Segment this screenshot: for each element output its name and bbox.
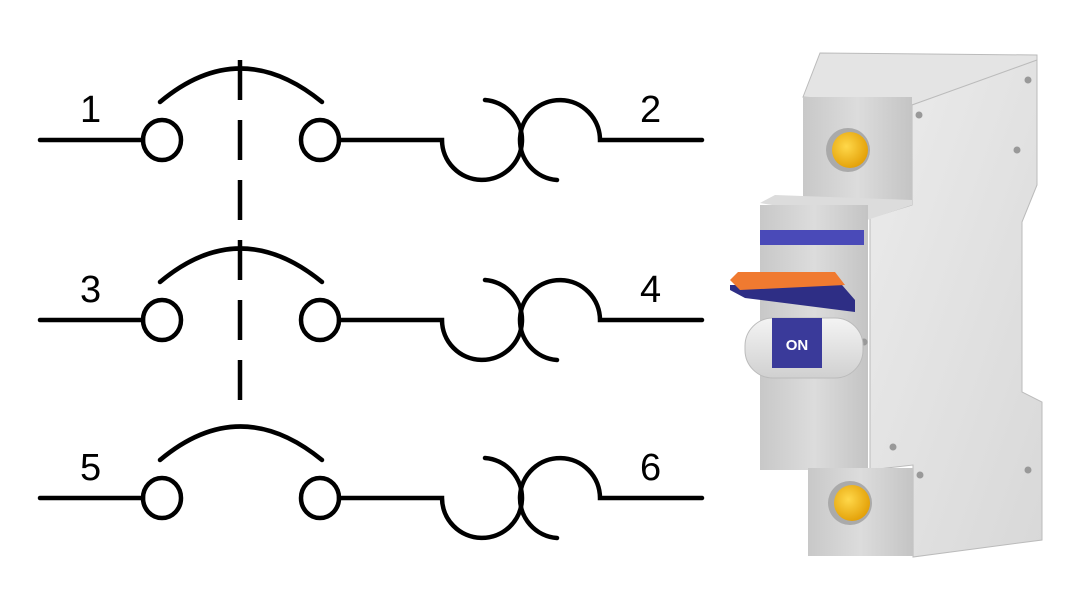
trip-coil-left: [336, 97, 525, 183]
screw-top-icon: [832, 132, 868, 168]
trip-coil-right: [517, 97, 705, 183]
terminal-label-right: 4: [640, 269, 661, 311]
switch-arc: [157, 424, 325, 463]
trip-coil-left: [336, 277, 525, 363]
toggle-on-label: ON: [786, 337, 809, 354]
contact-left: [140, 475, 184, 521]
screw-bottom-icon: [834, 485, 870, 521]
contact-right: [298, 297, 342, 343]
contact-right: [298, 117, 342, 163]
contact-left: [140, 297, 184, 343]
contact-left: [140, 117, 184, 163]
contact-right: [298, 475, 342, 521]
toggle-lever-side[interactable]: [730, 285, 855, 312]
trip-coil-left: [336, 455, 525, 541]
toggle-lever-top[interactable]: [730, 272, 845, 290]
breaker-stripe: [760, 230, 864, 245]
trip-coil-right: [517, 455, 705, 541]
terminal-label-left: 3: [80, 269, 101, 311]
switch-arc: [157, 246, 325, 285]
terminal-label-left: 5: [80, 447, 101, 489]
terminal-label-left: 1: [80, 89, 101, 131]
terminal-label-right: 2: [640, 89, 661, 131]
circuit-breaker-illustration: ON: [730, 52, 1043, 558]
trip-coil-right: [517, 277, 705, 363]
rivet-holes: [860, 76, 1032, 479]
terminal-label-right: 6: [640, 447, 661, 489]
toggle-base[interactable]: [772, 318, 822, 368]
switch-arc: [157, 66, 325, 105]
